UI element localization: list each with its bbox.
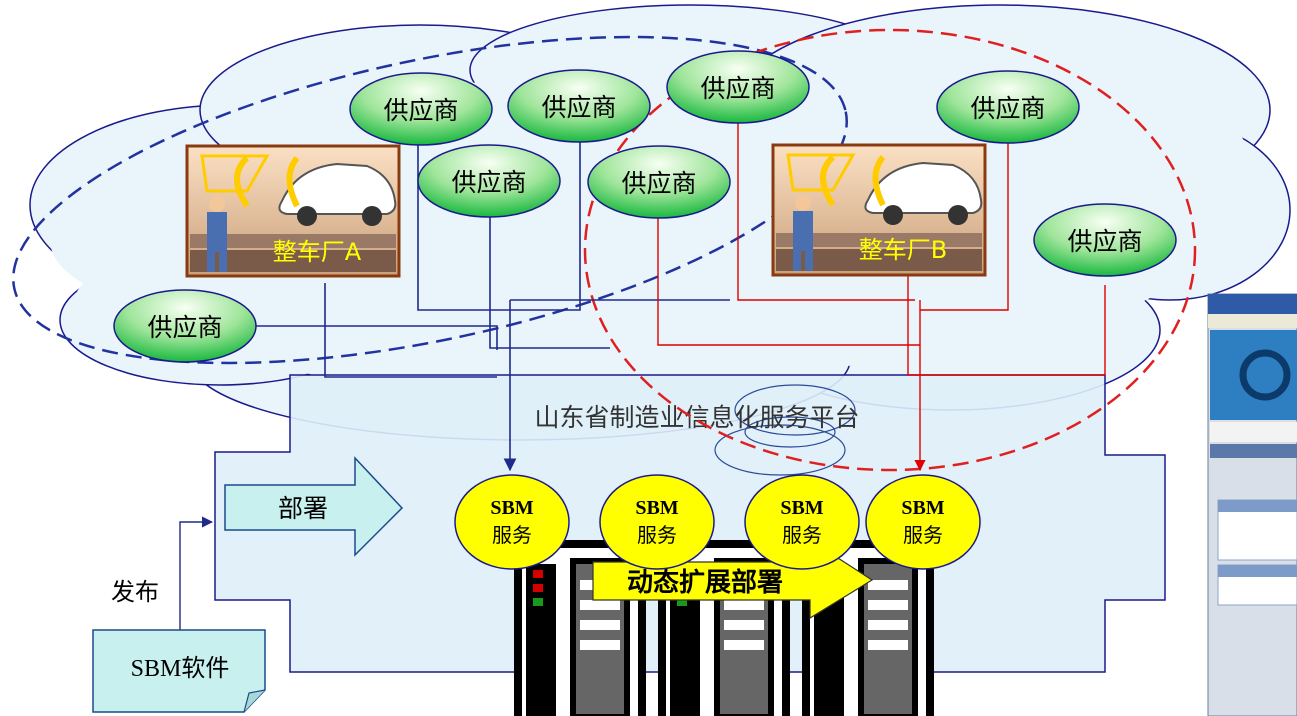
worker-icon (207, 196, 227, 272)
service-line1: SBM (490, 497, 533, 519)
supplier-label: 供应商 (383, 96, 458, 125)
supplier-label: 供应商 (541, 93, 616, 122)
service-line2: 服务 (903, 523, 943, 547)
expand-label: 动态扩展部署 (627, 567, 783, 598)
platform-decor-ellipses (714, 384, 856, 476)
service-line2: 服务 (782, 523, 822, 547)
worker-icon (793, 195, 813, 271)
group-b-dashed-outline (583, 28, 1197, 472)
plant-b-label: 整车厂B (859, 236, 947, 264)
plant-a: 整车厂A (185, 144, 401, 278)
plant-b: 整车厂B (771, 143, 987, 277)
car-icon (278, 162, 397, 215)
deploy-label: 部署 (278, 494, 328, 523)
app-screenshot-thumbnail (1207, 293, 1297, 716)
sbm-software-document: SBM软件 (92, 629, 266, 713)
service-line2: 服务 (637, 523, 677, 547)
sbm-service-node: SBM 服务 (865, 474, 981, 570)
supplier-node: 供应商 (417, 144, 561, 218)
software-label: SBM软件 (131, 655, 230, 682)
supplier-node: 供应商 (666, 50, 810, 124)
service-line1: SBM (901, 497, 944, 519)
supplier-label: 供应商 (147, 313, 222, 342)
group-a-dashed-outline (12, 35, 848, 365)
group-b-connections (657, 112, 1106, 472)
dynamic-expand-arrow: 动态扩展部署 (592, 538, 874, 620)
service-line1: SBM (780, 497, 823, 519)
supplier-node: 供应商 (507, 69, 651, 143)
supplier-node: 供应商 (349, 72, 493, 146)
supplier-node: 供应商 (587, 145, 731, 219)
supplier-node: 供应商 (1033, 203, 1177, 277)
supplier-label: 供应商 (1067, 227, 1142, 256)
platform-label: 山东省制造业信息化服务平台 (534, 403, 859, 432)
group-a-connections (254, 140, 730, 472)
publish-connector: 发布 (111, 516, 214, 630)
supplier-label: 供应商 (700, 74, 775, 103)
sbm-service-node: SBM 服务 (454, 474, 570, 570)
deploy-arrow: 部署 (224, 456, 404, 557)
supplier-label: 供应商 (621, 169, 696, 198)
plant-a-label: 整车厂A (273, 238, 362, 266)
supplier-node: 供应商 (113, 289, 257, 363)
sbm-service-node: SBM 服务 (744, 474, 860, 570)
supplier-label: 供应商 (451, 168, 526, 197)
sbm-service-node: SBM 服务 (599, 474, 715, 570)
publish-label: 发布 (111, 578, 159, 606)
supplier-label: 供应商 (970, 94, 1045, 123)
supplier-node: 供应商 (936, 70, 1080, 144)
car-icon (864, 161, 983, 214)
service-line2: 服务 (492, 523, 532, 547)
server-rack-3 (802, 540, 934, 716)
gear-icon (1239, 349, 1291, 401)
service-line1: SBM (635, 497, 678, 519)
